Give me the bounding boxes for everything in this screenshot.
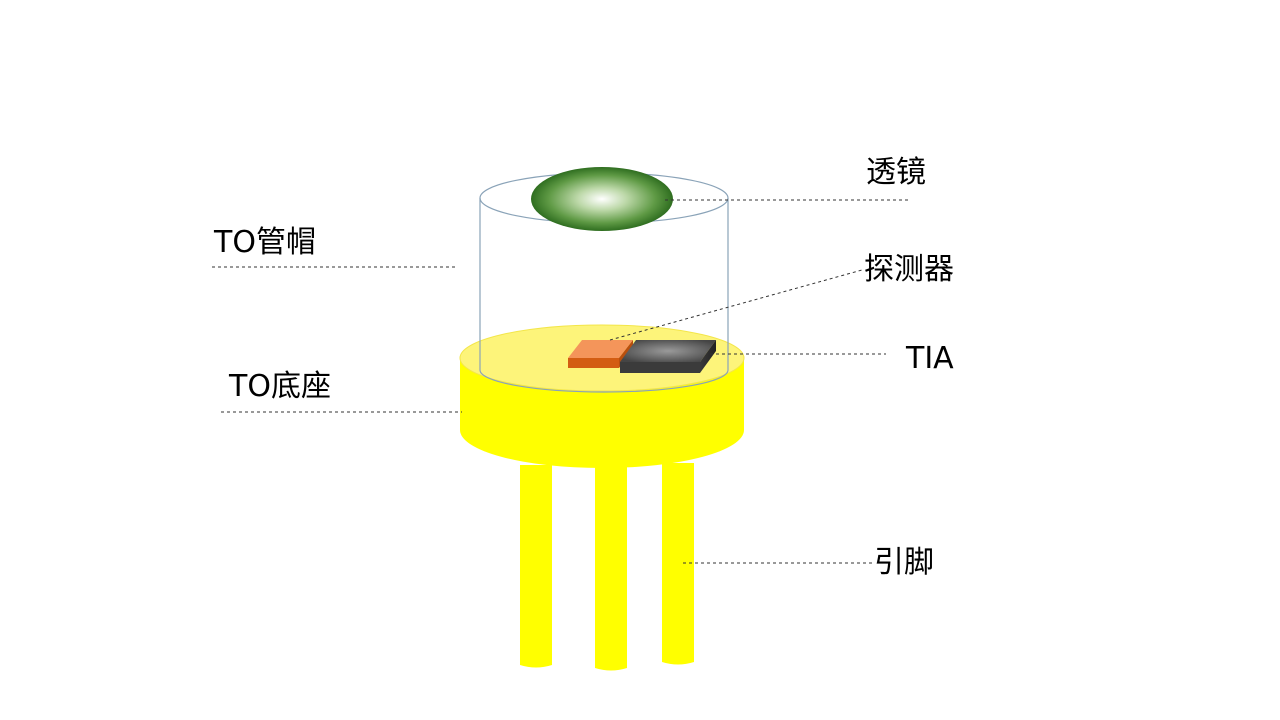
pin-middle [595,467,627,671]
pins-label: 引脚 [874,545,934,580]
lens [531,167,673,231]
pin-right [662,463,694,665]
detector-chip-front [568,358,619,368]
pin-left [520,465,552,668]
tia-chip-front [620,362,700,373]
detector-chip-top [568,340,633,358]
pins [520,463,694,671]
leader-lines [212,199,910,564]
tia-chip [620,340,716,373]
leader-detector [609,269,863,341]
tia-label: TIA [906,341,954,376]
lens-label: 透镜 [866,155,926,190]
cap-bottom-rim [479,369,729,393]
to-base-label: TO底座 [229,369,331,404]
tia-chip-side [700,340,716,373]
tia-chip-top [620,340,716,362]
detector-label: 探测器 [864,252,954,287]
to-cap-label: TO管帽 [214,225,316,260]
